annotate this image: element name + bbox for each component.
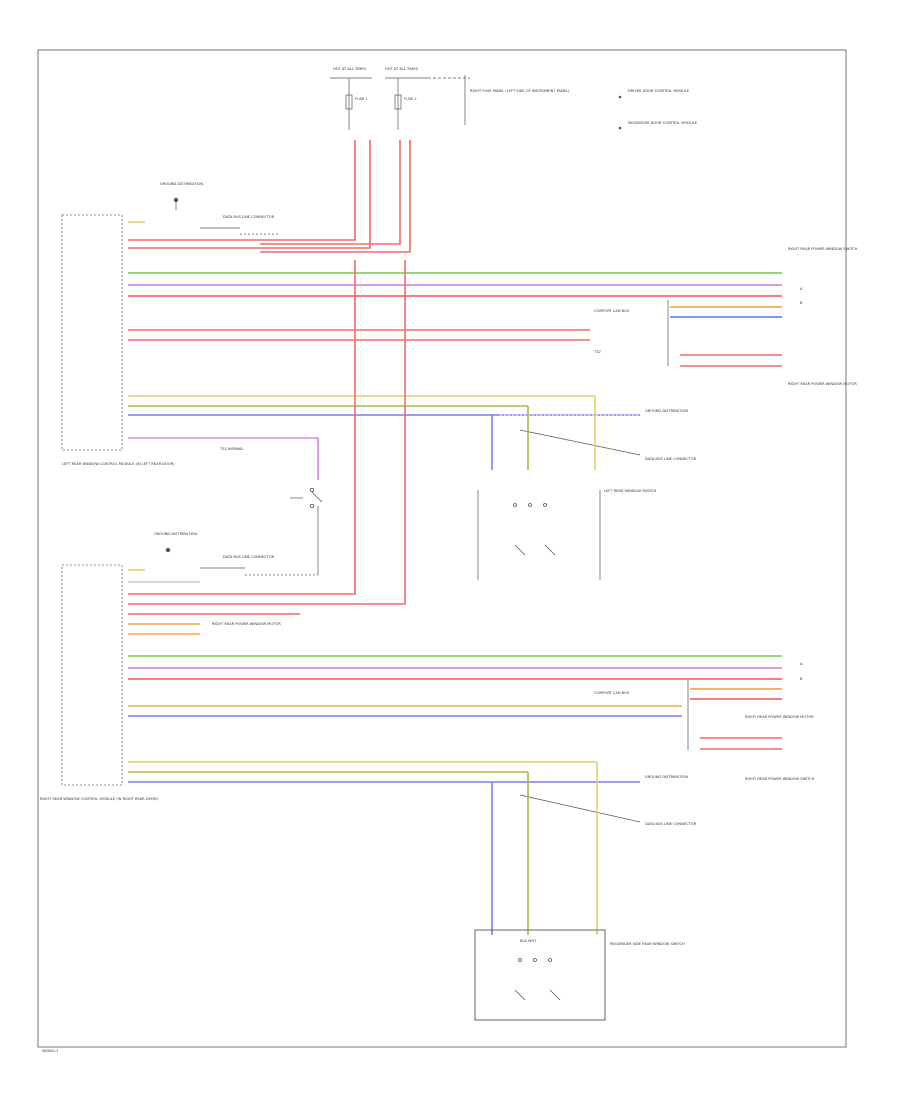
wire-red-bottom-2 <box>128 260 406 605</box>
wire-red-1 <box>128 140 356 241</box>
switch-bottom-contact-2 <box>533 958 537 962</box>
switch-bottom-contact-1 <box>518 958 522 962</box>
top-power-wires <box>128 140 411 253</box>
switch-top-contact-3 <box>543 503 547 507</box>
pin-label-bottom-a: A <box>800 662 803 666</box>
right-bottom-label-2: RIGHT REAR POWER WINDOW SWITCH <box>745 777 815 781</box>
switch-top-blade-1 <box>514 544 526 556</box>
switch-bottom-blade-1 <box>514 989 526 1001</box>
data-bus-label-bottom: DATA BUS LINE CONNECTOR <box>223 555 275 559</box>
diagram-frame <box>37 49 847 1048</box>
ground-symbol-bottom <box>165 547 171 553</box>
wire-red-2 <box>128 140 371 249</box>
legend-text-1: DRIVER DOOR CONTROL MODULE <box>628 89 690 93</box>
connector-note-top: T32 NORMAL <box>219 447 244 451</box>
leader-bottom <box>519 794 641 823</box>
switch-top-contact-1 <box>513 503 517 507</box>
junction-blade <box>311 491 323 503</box>
fuse-label-left: FUSE 1 <box>355 97 368 101</box>
fuse-label-right: FUSE 2 <box>404 97 417 101</box>
fuse-symbol-left <box>345 94 353 110</box>
switch-bottom-blade-2 <box>549 989 561 1001</box>
right-bottom-label-1: RIGHT REAR POWER WINDOW MOTOR <box>745 715 814 719</box>
fuse-symbol-right <box>394 94 402 110</box>
legend-dot-1 <box>618 95 622 99</box>
wire-red-4 <box>260 140 411 253</box>
switch-caption: BLK WHT <box>520 939 537 943</box>
junction-contact-2 <box>309 503 314 508</box>
wire-red-3 <box>260 140 401 245</box>
leader-top <box>519 429 641 456</box>
data-bus-label-side-top: DATA BUS LINE CONNECTOR <box>645 457 697 461</box>
pin-label-top-a: A <box>800 287 803 291</box>
footer-label: W0000-1 <box>42 1049 58 1053</box>
right-top-label-1: RIGHT REAR POWER WINDOW SWITCH <box>788 247 858 251</box>
module-right-rear-label: RIGHT REAR WINDOW CONTROL MODULE (IN RIG… <box>40 797 159 801</box>
legend-dot-2 <box>618 126 622 130</box>
switch-bottom-box <box>474 929 606 1021</box>
switch-bottom-contact-3 <box>548 958 552 962</box>
window-switch-top-label: LEFT REAR WINDOW SWITCH <box>604 489 656 493</box>
comfort-label-bottom: COMFORT CAN BUS <box>594 691 630 695</box>
window-motor-note: RIGHT REAR POWER WINDOW MOTOR <box>212 622 281 626</box>
module-left-rear <box>61 214 123 451</box>
ground-label-side-bottom: GROUND DISTRIBUTION <box>645 775 688 779</box>
hot-label-right: HOT AT ALL TIMES <box>385 67 419 71</box>
junction-switch <box>290 487 323 508</box>
pin-label-top-b: B <box>800 301 803 305</box>
hot-label-left: HOT AT ALL TIMES <box>333 67 367 71</box>
window-switch-top: LEFT REAR WINDOW SWITCH <box>477 489 656 580</box>
wire-violet-top <box>128 437 319 480</box>
data-bus-label-side-bottom: DATA BUS LINE CONNECTOR <box>645 822 697 826</box>
switch-top-contact-2 <box>528 503 532 507</box>
data-bus-label-top: DATA BUS LINE CONNECTOR <box>223 215 275 219</box>
window-switch-bottom: BLK WHT PASSENGER SIDE REAR WINDOW SWITC… <box>474 929 685 1021</box>
switch-top-blade-2 <box>544 544 556 556</box>
legend-text-2: PASSENGER DOOR CONTROL MODULE <box>628 121 698 125</box>
pin-label-top-c: T32 <box>593 350 601 354</box>
pin-label-bottom-b: B <box>800 677 803 681</box>
module-left-rear-label: LEFT REAR WINDOW CONTROL MODULE (IN LEFT… <box>62 462 175 466</box>
right-top-label-2: RIGHT REAR POWER WINDOW MOTOR <box>788 382 857 386</box>
fuse-box-label: RIGHT FUSE PANEL (LEFT SIDE OF INSTRUMEN… <box>470 89 570 93</box>
ground-symbol-top <box>173 197 179 203</box>
module-right-rear <box>61 564 123 786</box>
window-switch-bottom-label: PASSENGER SIDE REAR WINDOW SWITCH <box>610 942 685 946</box>
comfort-label-top: COMFORT CAN BUS <box>594 309 630 313</box>
ground-label-side-top: GROUND DISTRIBUTION <box>645 409 688 413</box>
ground-label-bottom: GROUND DISTRIBUTION <box>154 532 197 536</box>
ground-label-top: GROUND DISTRIBUTION <box>160 182 203 186</box>
junction-contact-1 <box>309 487 314 492</box>
wire-red-bottom-1 <box>128 260 356 595</box>
